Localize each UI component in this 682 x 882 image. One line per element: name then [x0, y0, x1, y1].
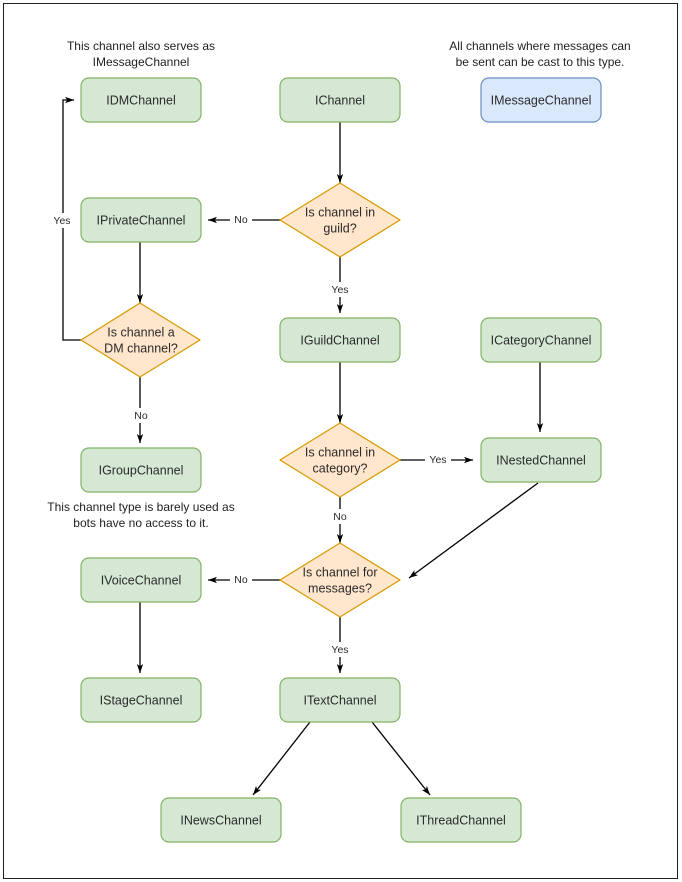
edge-inestedchannel-to-messages — [408, 482, 539, 579]
note-dm-line2: IMessageChannel — [93, 55, 190, 69]
label-bg-category-no — [329, 509, 351, 524]
node-decision-messages-line1: Is channel for — [302, 565, 377, 579]
label-messages-no: No — [234, 574, 248, 586]
node-decision-guild-line2: guild? — [323, 221, 356, 235]
note-group: This channel type is barely used as bots… — [47, 500, 234, 530]
node-igroupchannel-box[interactable] — [80, 447, 202, 493]
edge-itextchannel-to-inewschannel — [252, 721, 311, 796]
label-bg-dm-yes — [50, 213, 76, 228]
node-ichannel[interactable]: IChannel — [279, 77, 401, 123]
node-decision-messages-shape[interactable] — [279, 542, 401, 618]
label-dm-yes: Yes — [53, 215, 70, 227]
node-decision-dm-line2: DM channel? — [104, 341, 178, 355]
node-iguildchannel-box[interactable] — [279, 317, 401, 363]
note-message-line1: All channels where messages can — [449, 39, 630, 53]
label-guild-no: No — [234, 214, 248, 226]
node-decision-dm-line1: Is channel a — [107, 325, 174, 339]
node-ivoicechannel[interactable]: IVoiceChannel — [80, 557, 202, 603]
node-ivoicechannel-box[interactable] — [80, 557, 202, 603]
node-decision-messages-line2: messages? — [308, 581, 372, 595]
node-itextchannel-label: ITextChannel — [304, 693, 377, 707]
node-decision-dm-shape[interactable] — [80, 302, 201, 378]
node-idmchannel-box[interactable] — [80, 77, 202, 123]
label-messages-yes: Yes — [331, 644, 348, 656]
node-decision-messages[interactable]: Is channel for messages? — [279, 542, 401, 618]
node-imessagechannel[interactable]: IMessageChannel — [480, 77, 602, 123]
node-decision-category-line2: category? — [313, 461, 368, 475]
node-imessagechannel-box[interactable] — [480, 77, 602, 123]
node-decision-category-shape[interactable] — [279, 422, 401, 498]
edge-itextchannel-to-ithreadchannel — [371, 721, 431, 796]
label-category-no: No — [333, 511, 347, 523]
node-inewschannel-label: INewsChannel — [180, 813, 261, 827]
node-inestedchannel[interactable]: INestedChannel — [480, 437, 602, 483]
node-decision-guild-shape[interactable] — [279, 182, 401, 258]
node-ichannel-label: IChannel — [315, 93, 365, 107]
node-itextchannel-box[interactable] — [279, 677, 401, 723]
node-iprivatechannel-label: IPrivateChannel — [97, 213, 186, 227]
label-category-yes: Yes — [429, 454, 446, 466]
note-group-line1: This channel type is barely used as — [47, 500, 234, 514]
note-dm: This channel also serves as IMessageChan… — [67, 39, 215, 69]
label-bg-messages-no — [230, 572, 252, 587]
label-bg-guild-no — [230, 212, 252, 227]
node-icategorychannel-label: ICategoryChannel — [491, 333, 592, 347]
node-decision-category[interactable]: Is channel in category? — [279, 422, 401, 498]
edges — [62, 96, 544, 796]
node-decision-guild[interactable]: Is channel in guild? — [279, 182, 401, 258]
note-message: All channels where messages can be sent … — [449, 39, 630, 69]
label-dm-no: No — [134, 410, 148, 422]
node-inestedchannel-box[interactable] — [480, 437, 602, 483]
node-iguildchannel[interactable]: IGuildChannel — [279, 317, 401, 363]
node-igroupchannel-label: IGroupChannel — [99, 463, 184, 477]
node-ithreadchannel-label: IThreadChannel — [416, 813, 506, 827]
label-guild-yes: Yes — [331, 284, 348, 296]
node-imessagechannel-label: IMessageChannel — [491, 93, 592, 107]
label-bg-dm-no — [130, 408, 152, 423]
edge-labels: No Yes Yes No Yes No No Yes — [50, 212, 451, 657]
note-message-line2: be sent can be cast to this type. — [456, 55, 625, 69]
node-itextchannel[interactable]: ITextChannel — [279, 677, 401, 723]
node-inewschannel[interactable]: INewsChannel — [160, 797, 282, 843]
note-dm-line1: This channel also serves as — [67, 39, 215, 53]
node-ithreadchannel[interactable]: IThreadChannel — [400, 797, 522, 843]
node-iguildchannel-label: IGuildChannel — [300, 333, 379, 347]
node-idmchannel[interactable]: IDMChannel — [80, 77, 202, 123]
node-inewschannel-box[interactable] — [160, 797, 282, 843]
node-decision-guild-line1: Is channel in — [305, 205, 375, 219]
node-ichannel-box[interactable] — [279, 77, 401, 123]
node-ithreadchannel-box[interactable] — [400, 797, 522, 843]
node-icategorychannel-box[interactable] — [480, 317, 602, 363]
note-group-line2: bots have no access to it. — [73, 516, 208, 530]
label-bg-messages-yes — [328, 642, 353, 657]
node-istagechannel[interactable]: IStageChannel — [80, 677, 202, 723]
node-decision-dm[interactable]: Is channel a DM channel? — [80, 302, 201, 378]
node-icategorychannel[interactable]: ICategoryChannel — [480, 317, 602, 363]
node-decision-category-line1: Is channel in — [305, 445, 375, 459]
node-istagechannel-box[interactable] — [80, 677, 202, 723]
node-istagechannel-label: IStageChannel — [100, 693, 183, 707]
node-iprivatechannel-box[interactable] — [80, 197, 202, 243]
label-bg-guild-yes — [328, 282, 353, 297]
node-inestedchannel-label: INestedChannel — [496, 453, 586, 467]
node-iprivatechannel[interactable]: IPrivateChannel — [80, 197, 202, 243]
label-bg-category-yes — [425, 452, 451, 467]
node-ivoicechannel-label: IVoiceChannel — [101, 573, 182, 587]
node-idmchannel-label: IDMChannel — [106, 93, 175, 107]
node-igroupchannel[interactable]: IGroupChannel — [80, 447, 202, 493]
